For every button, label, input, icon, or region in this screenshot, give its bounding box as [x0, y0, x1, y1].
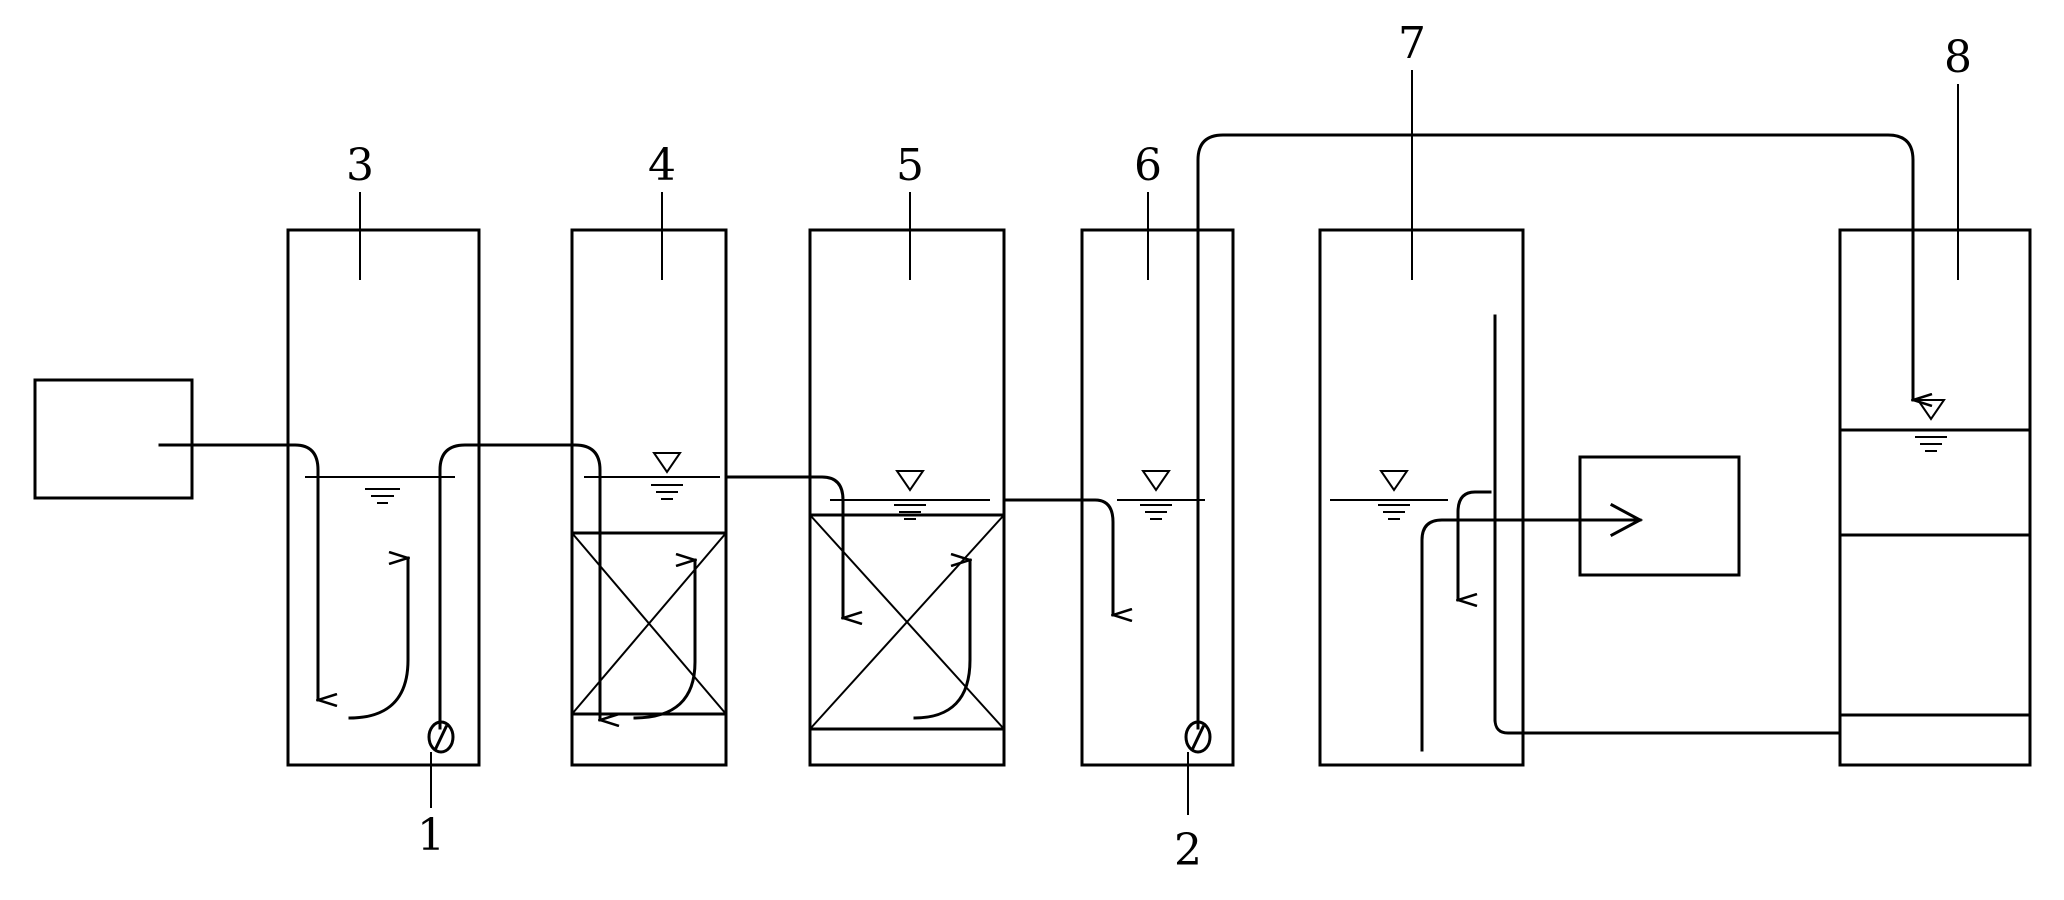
svg-text:1: 1: [417, 810, 445, 861]
downflow-arrow: [1458, 490, 1492, 600]
svg-text:6: 6: [1134, 140, 1162, 191]
return-pipe: [1196, 133, 1913, 730]
packing-media: [808, 513, 1006, 731]
label-4: 4: [648, 140, 676, 280]
label-8: 8: [1944, 32, 1972, 280]
tank-6: [1080, 228, 1235, 767]
pump-1: [427, 720, 455, 754]
outlet-pipe: [1420, 518, 1642, 752]
effluent-tank: [1578, 455, 1741, 577]
svg-text:4: 4: [648, 140, 676, 191]
svg-text:5: 5: [896, 140, 924, 191]
water-level-symbol: [1140, 470, 1172, 520]
label-6: 6: [1134, 140, 1162, 280]
svg-text:2: 2: [1174, 825, 1202, 876]
label-3: 3: [346, 140, 374, 280]
tank-8: [1838, 228, 2032, 767]
tank-7: [1318, 228, 1842, 767]
tank-3: [286, 228, 600, 767]
label-1: 1: [417, 752, 445, 861]
water-level-symbol: [894, 470, 926, 520]
water-level-symbol: [1915, 399, 1947, 452]
svg-text:3: 3: [346, 140, 374, 191]
label-5: 5: [896, 140, 924, 280]
transfer-pipe-4-5: [724, 475, 843, 618]
upflow-arrow: [633, 560, 695, 720]
transfer-pipe-5-6: [1002, 498, 1113, 615]
water-level-symbol: [1378, 470, 1410, 520]
feed-pipe: [158, 443, 318, 700]
baffle-bottom: [1493, 718, 1842, 735]
tank-4: [570, 228, 728, 767]
label-7: 7: [1398, 18, 1426, 280]
label-2: 2: [1174, 752, 1202, 876]
svg-text:7: 7: [1398, 18, 1426, 69]
source-tank: [33, 378, 194, 500]
tank-5: [808, 228, 1006, 767]
riser-pipe: [438, 443, 600, 730]
upflow-arrow: [348, 558, 408, 720]
upflow-arrow: [913, 560, 970, 720]
packing-media: [570, 531, 728, 716]
water-level-symbol: [651, 452, 683, 500]
outlet-arrowhead: [1609, 502, 1644, 538]
svg-text:8: 8: [1944, 32, 1972, 83]
water-level-symbol: [365, 488, 400, 504]
